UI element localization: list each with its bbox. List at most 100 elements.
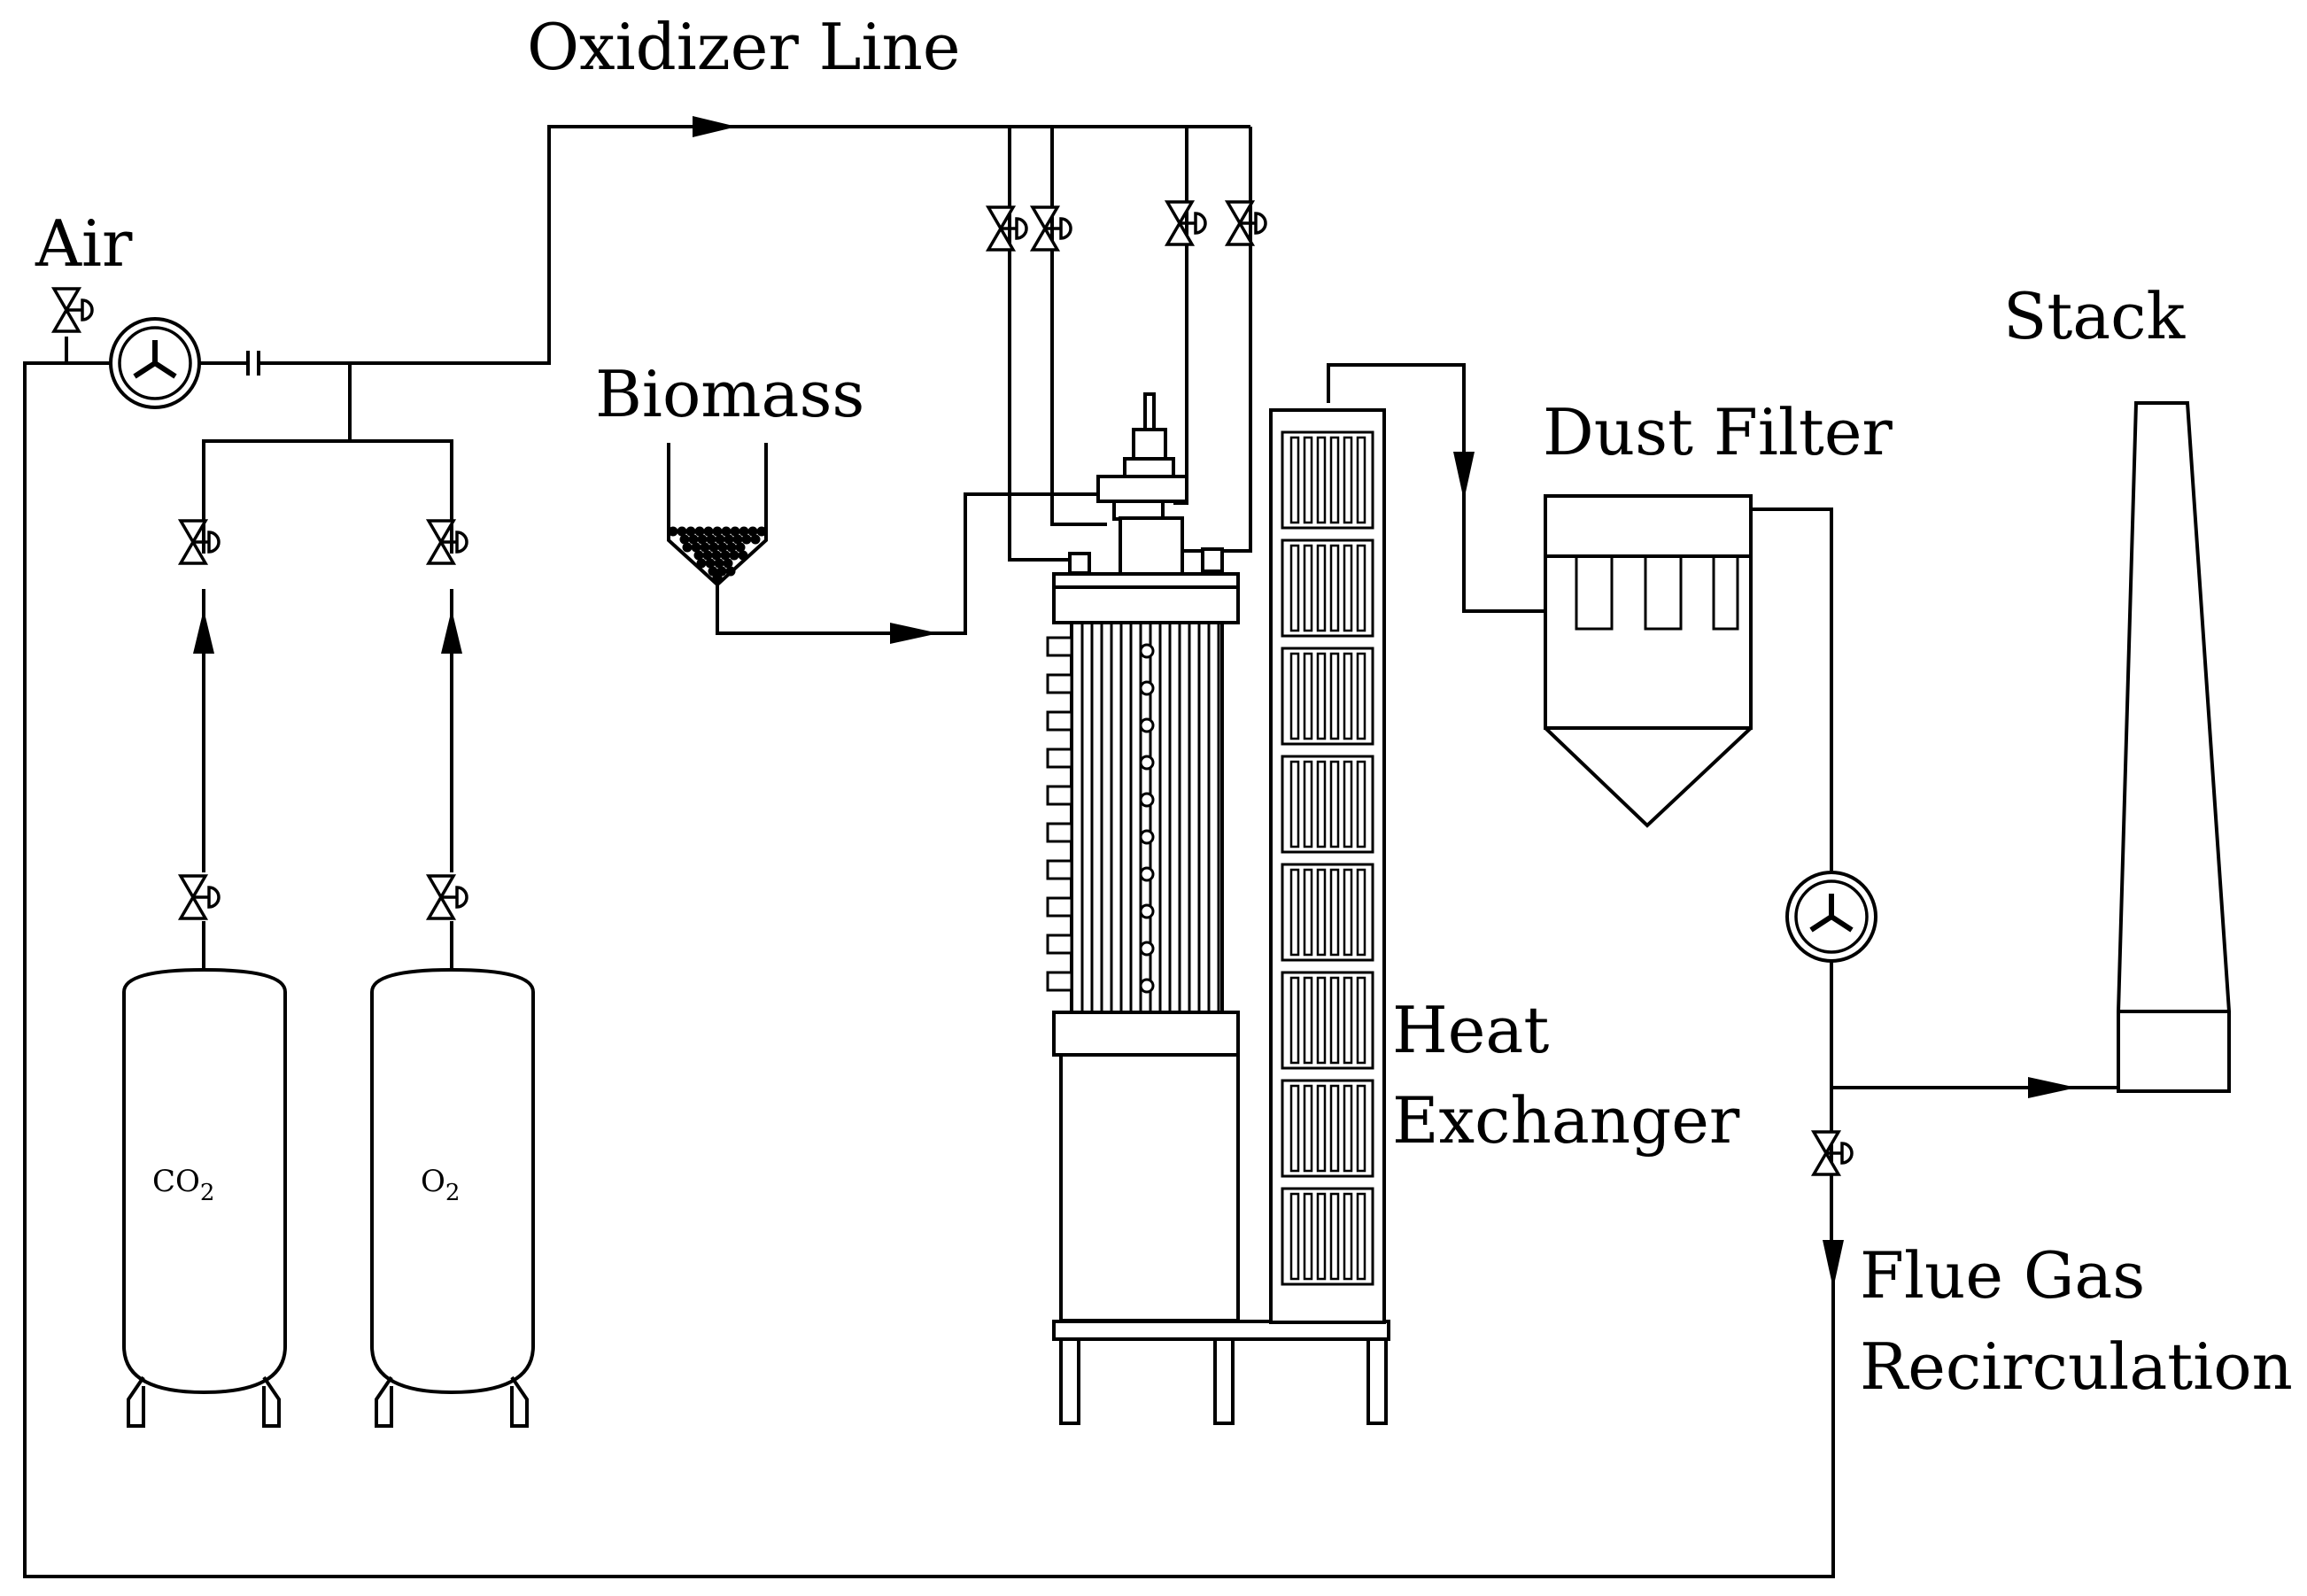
arrow-biomass-feed [890,623,939,644]
biomass-pellet [711,550,722,561]
reactor-side-port [1046,785,1073,806]
o2-cylinder: O2 [370,967,535,1428]
biomass-pellet [705,558,716,569]
biomass-pellet [735,542,746,553]
reactor-sight-hole [1139,978,1155,994]
reactor-sight-hole [1139,717,1155,733]
co2-cylinder: CO2 [122,967,287,1428]
heat-exchanger-tube [1356,1084,1366,1173]
dust-filter-label: Dust Filter [1543,395,1893,469]
reactor-ports [1046,636,1155,994]
biomass-pellet [720,550,731,561]
biomass-pellet [750,534,761,545]
heat-exchanger-tube [1316,544,1327,632]
heat-exchanger-tube [1289,976,1300,1065]
biomass-pellet [685,526,696,537]
reactor-side-port [1046,971,1073,992]
co2-label: CO2 [152,1164,214,1206]
biomass-pellet [712,572,723,583]
heat-exchanger-tube [1356,652,1366,740]
arrow-co2-flow [193,609,214,654]
reactor-side-port [1046,673,1073,694]
reactor-sight-hole [1139,903,1155,919]
biomass-pellet [679,534,690,545]
biomass-pellet [691,542,701,553]
heat-exchanger-tube [1329,544,1340,632]
heat-exchanger-tube [1356,436,1366,524]
heat-exchanger-tube [1303,436,1313,524]
biomass-pellet [725,566,736,577]
reactor [1046,392,1390,1425]
arrow-to-dust-filter [1453,452,1475,500]
heat-exchanger-tube [1343,1084,1353,1173]
heat-exchanger-tube [1303,760,1313,848]
arrow-to-stack [2028,1077,2077,1098]
biomass-pellet [688,534,699,545]
air-valve [52,287,94,333]
heat-exchanger-tube [1356,544,1366,632]
reactor-side-port [1046,934,1073,955]
biomass-pellet [696,558,707,569]
heat-exchanger-tube [1316,976,1327,1065]
heat-exchanger-tube [1343,1192,1353,1281]
heat-exchanger-tube [1303,1084,1313,1173]
biomass-pellet [677,526,687,537]
biomass-pellet [715,534,725,545]
oxidizer-valve-1 [987,205,1028,252]
heat-exchanger-tube [1316,868,1327,957]
arrow-flue-gas-down [1823,1240,1844,1289]
biomass-pellet [730,526,740,537]
reactor-sight-hole [1139,755,1155,771]
air-label: Air [35,206,133,281]
reactor-side-port [1046,859,1073,880]
biomass-pellet [700,542,710,553]
flue-gas-fan-icon [1787,872,1876,961]
heat-exchanger-tube [1303,544,1313,632]
heat-exchanger-tube [1316,1084,1327,1173]
biomass-pellet [714,558,724,569]
biomass-pellet [724,534,734,545]
reactor-side-port [1046,822,1073,843]
heat-exchanger [1269,408,1386,1324]
biomass-pellet [697,534,708,545]
reactor-sight-hole [1139,941,1155,957]
o2-label: O2 [421,1164,460,1206]
biomass-pellet [729,550,739,561]
heat-exchanger-tube [1303,868,1313,957]
biomass-pellet [723,558,733,569]
heat-exchanger-tube [1329,1084,1340,1173]
reactor-sight-hole [1139,829,1155,845]
biomass-pellet [706,534,716,545]
air-fan-icon [111,319,199,407]
reactor-side-port [1046,636,1073,657]
biomass-pellet [726,542,737,553]
arrow-oxidizer-line [693,116,737,137]
reactor-side-port [1046,748,1073,769]
stack-label: Stack [2003,279,2187,353]
heat-exchanger-tube [1343,544,1353,632]
biomass-hopper [667,443,768,587]
heat-exchanger-tube [1343,436,1353,524]
biomass-pellet [668,526,678,537]
heat-exchanger-tube [1303,1192,1313,1281]
heat-exchanger-tube [1303,976,1313,1065]
stack [2117,401,2231,1093]
heat-exchanger-tube [1329,760,1340,848]
biomass-pellet [717,542,728,553]
heat-exchanger-tube [1356,976,1366,1065]
recirculation-label: Recirculation [1860,1329,2293,1404]
heat-exchanger-tube [1316,652,1327,740]
oxidizer-valve-2 [1031,205,1072,252]
biomass-pellet [703,526,714,537]
heat-exchanger-tube [1289,868,1300,957]
o2-lower-valve [427,874,468,920]
reactor-sight-hole [1139,866,1155,882]
heat-exchanger-tube [1303,652,1313,740]
heat-exchanger-modules [1281,430,1374,1286]
heat-exchanger-tube [1329,868,1340,957]
reactor-side-port [1046,710,1073,732]
reactor-sight-hole [1139,792,1155,808]
biomass-pellet [756,526,767,537]
heat-exchanger-tube [1316,1192,1327,1281]
